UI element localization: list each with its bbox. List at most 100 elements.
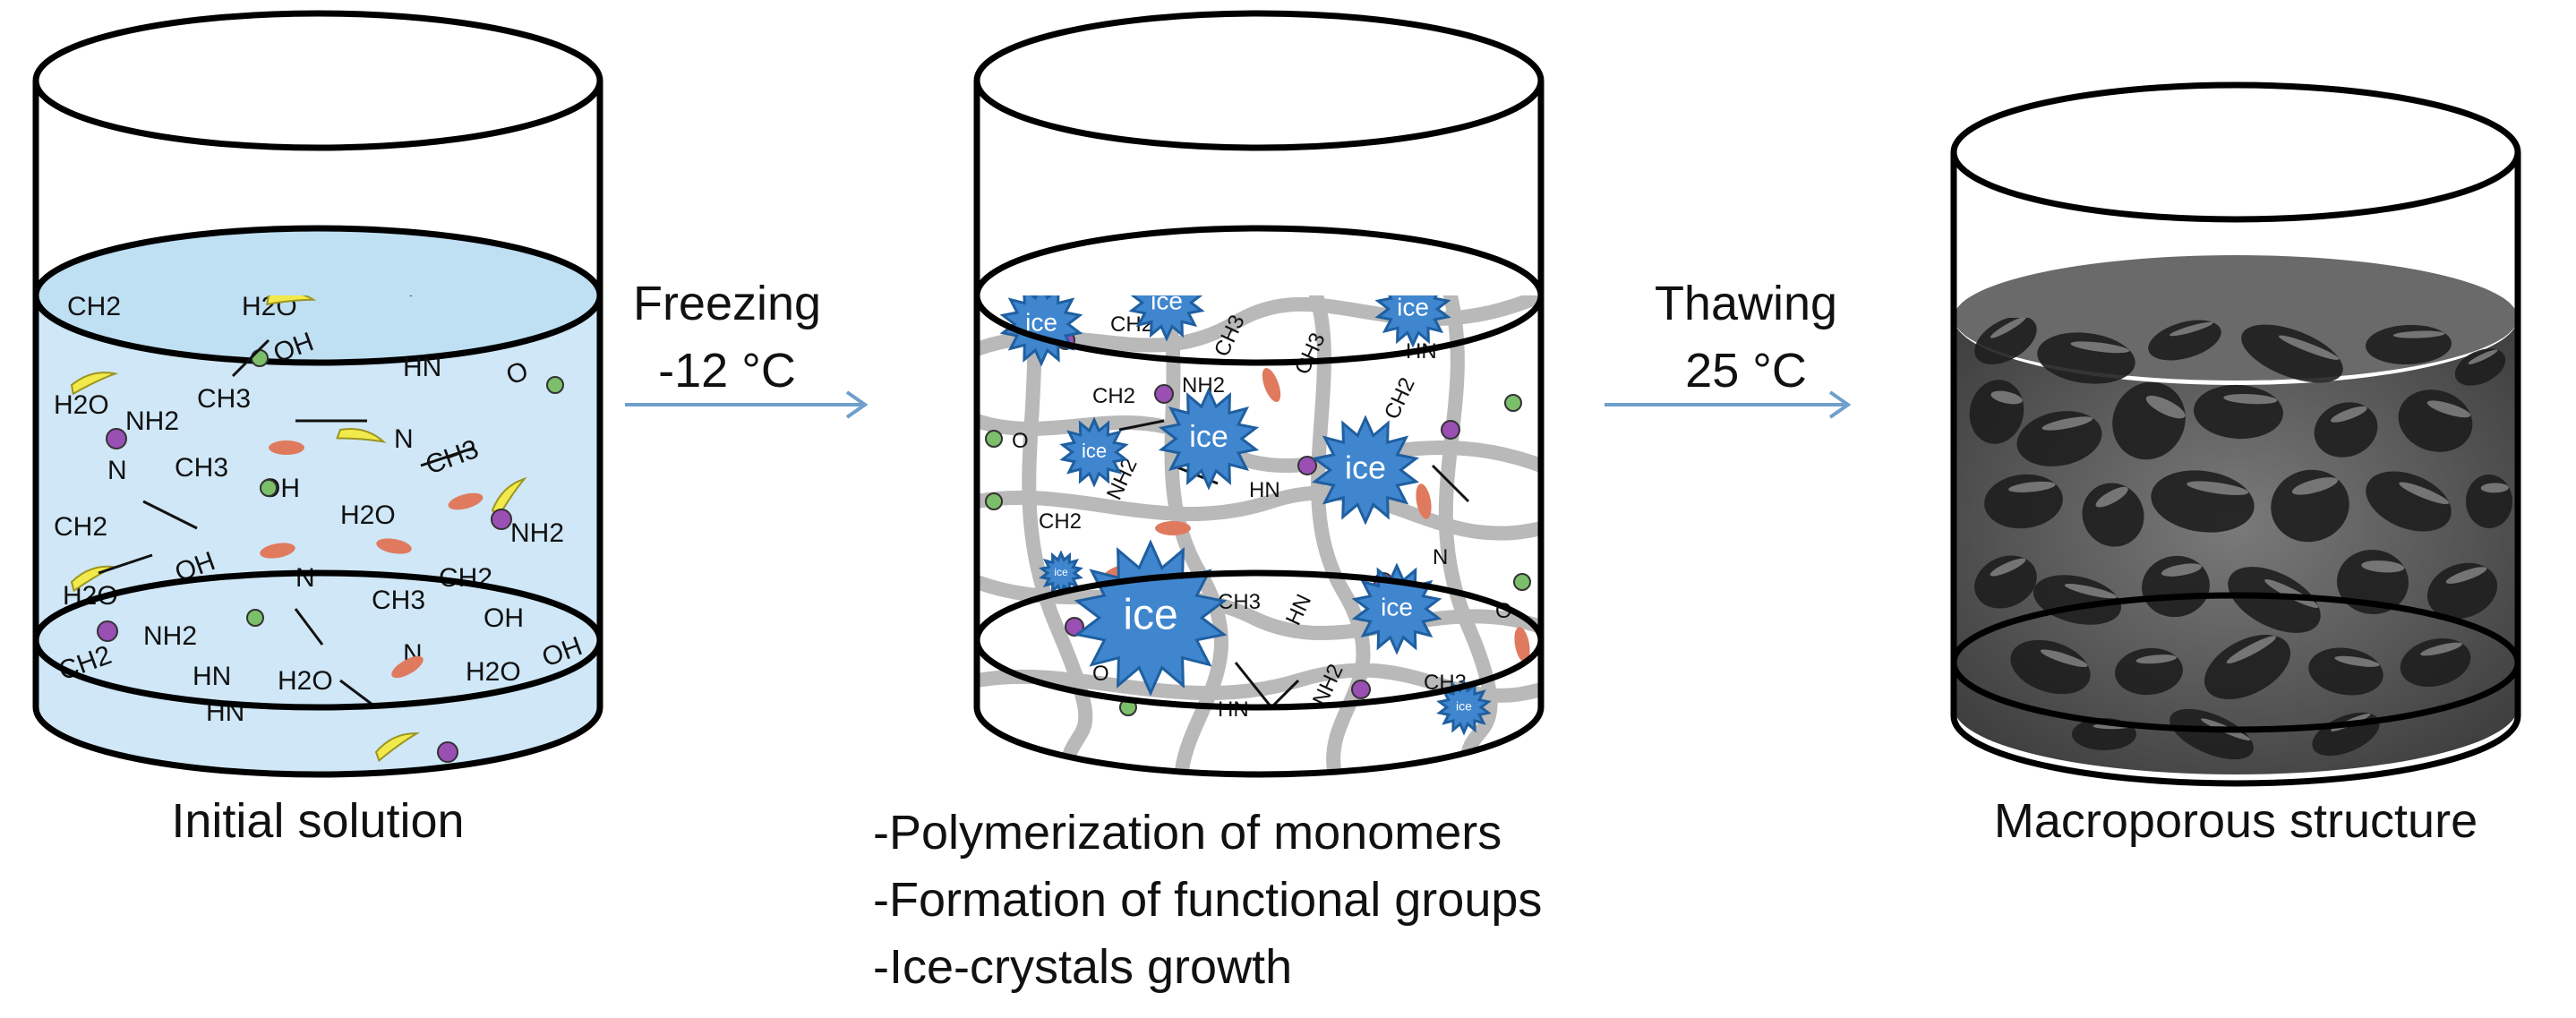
monomer-tadpole [70,372,119,396]
arrow-thawing: Thawing 25 °C [1605,277,1852,419]
pore-highlight [2161,563,2202,577]
pore-highlight [2008,481,2056,492]
polymer-chain [977,575,1541,641]
bond-line [1234,662,1273,708]
pore-highlight [2070,341,2130,354]
bond-line [98,553,153,575]
pore-highlight [2041,416,2093,431]
formula-label: CH2 [54,512,107,542]
atom-dot [260,479,278,497]
pore [2204,634,2291,700]
atom-dot [1504,394,1522,412]
pore-highlight [1990,318,2026,338]
sponge-top [1954,255,2518,381]
formula-label: OH [484,603,524,633]
polymer-chain [1309,295,1371,774]
pore-highlight [2445,567,2487,584]
solution-fill [36,295,600,774]
monomer-oval [1262,368,1281,402]
pore [2169,708,2254,760]
thawing-temp: 25 °C [1685,344,1807,398]
pore [2241,324,2343,383]
ice-label: ice [1025,308,1057,336]
atom-dot [491,509,512,530]
formula-label: NH2 [510,518,564,548]
pore-highlight [2291,477,2339,495]
pore [2454,348,2506,386]
caption-step-line-1: -Polymerization of monomers [873,806,1502,860]
atom-dot [1513,573,1531,591]
formula-label: CH2 [1092,384,1135,408]
caption-step-line-2: -Formation of functional groups [873,873,1542,927]
pore-highlight [2095,486,2128,508]
pore-highlight [1990,390,2023,405]
atom-dot [1351,680,1371,699]
pore [2400,637,2471,688]
bond-line [1270,679,1300,709]
bond-line [231,338,270,378]
formula-label: CH3 [197,384,251,414]
pore [1974,318,2037,364]
ice-label: ice [1151,287,1183,314]
pore-highlight [2040,649,2088,668]
ice-label: ice [1381,593,1413,620]
beaker-initial-solution: NH2OCH2NCH3CH2H2OOHCH3HNH2ONH2ONCH3CH2NC… [32,10,603,778]
caption-initial-solution: Initial solution [171,794,464,848]
beaker-rim [32,10,603,151]
formula-label: O [1092,662,1109,686]
beaker-frozen-polymerization: CH2CH3CH2NH2CH3HNONH2CH2HNCH3NCH3HNOHNNH… [973,10,1545,778]
formula-label: NH2 [1182,373,1225,398]
pore-highlight [2426,400,2471,418]
ice-label: ice [1189,420,1228,454]
monomer-tadpole [266,295,317,306]
pore-highlight [2223,394,2278,405]
formula-label: HN [403,353,441,382]
formula-label: CH2 [1039,509,1082,534]
monomer-oval [448,492,484,510]
bond-line [1431,464,1470,503]
pore-highlight [2226,636,2277,664]
formula-label: O [1012,429,1029,453]
ice-label: ice [1397,293,1429,321]
formula-label: H2O [278,666,333,696]
atom-dot [437,741,458,763]
freezing-arrow-head [845,390,869,419]
ice-crystal-shape [1436,679,1492,736]
pore [2082,483,2144,547]
pore-highlight [2169,321,2213,337]
ice-label: ice [1345,449,1386,486]
pore-highlight [2334,655,2380,667]
monomer-tadpole [374,732,421,763]
polymer-chain [1022,295,1093,774]
freezing-temp: -12 °C [658,344,796,398]
polymer-chain [1438,295,1498,774]
monomer-oval [260,543,295,559]
monomer-oval [391,655,424,679]
atom-dot [251,349,269,367]
bond-line [420,446,475,467]
pore-highlight [2399,482,2450,505]
ice-crystal-shape [1128,295,1205,342]
formula-label: N [394,424,414,454]
atom-dot [1154,384,1174,404]
pore [2148,320,2221,361]
formula-label: CH2 [67,292,121,321]
atom-dot [1441,420,1460,440]
atom-dot [985,492,1003,510]
monomer-oval [1416,483,1432,519]
ice-crystal-shape [1374,295,1451,348]
pore-highlight [2064,584,2118,599]
pore [2426,562,2498,620]
atom-dot [1297,456,1317,475]
beaker-base [1950,715,2521,787]
pore [1974,555,2037,609]
monomer-oval [1514,627,1530,663]
pore-highlight [1990,558,2026,577]
atom-dot [546,376,564,394]
pore-highlight [2361,560,2405,573]
caption-step-line-3: -Ice-crystals growth [873,940,1292,994]
pore-highlight [2279,335,2340,360]
bond-line [142,500,198,530]
formula-label: CH3 [175,453,228,483]
pore [2010,639,2091,695]
